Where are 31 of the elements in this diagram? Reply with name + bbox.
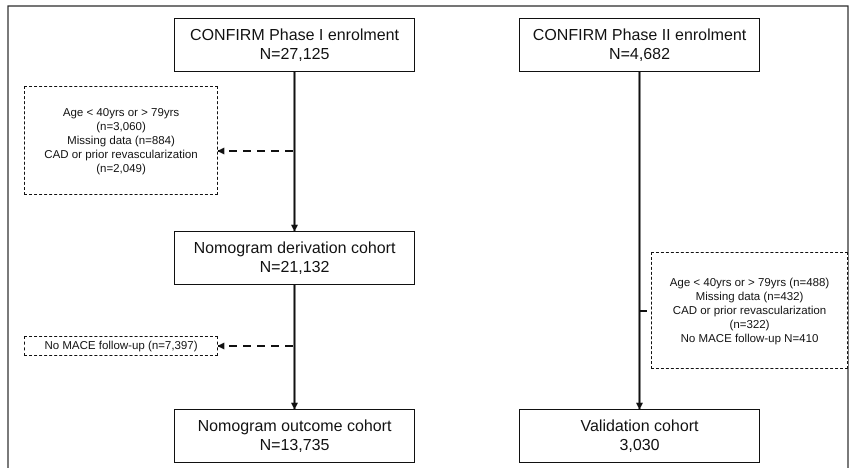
box-text: N=27,125	[260, 45, 330, 64]
box-text: Nomogram outcome cohort	[198, 417, 392, 436]
process-box	[174, 231, 415, 285]
box-text: Validation cohort	[580, 417, 698, 436]
exclusion-text: Missing data (n=432)	[696, 290, 804, 304]
exclusion-text: CAD or prior revascularization (n=2,049)	[43, 148, 199, 176]
exclusion-text: Age < 40yrs or > 79yrs (n=488)	[670, 276, 830, 290]
exclusion-text: Age < 40yrs or > 79yrs (n=3,060)	[62, 106, 180, 134]
exclusion-text: No MACE follow-up (n=7,397)	[44, 339, 198, 353]
box-text: CONFIRM Phase I enrolment	[190, 26, 399, 45]
exclusion-text: Missing data (n=884)	[67, 134, 175, 148]
process-box	[174, 409, 415, 463]
box-text: N=21,132	[260, 258, 330, 277]
exclusion-text: No MACE follow-up N=410	[680, 332, 818, 346]
process-box	[519, 409, 760, 463]
box-text: Nomogram derivation cohort	[194, 239, 396, 258]
box-text: CONFIRM Phase II enrolment	[532, 26, 746, 45]
exclusion-box	[24, 336, 218, 356]
arrow	[636, 72, 643, 410]
box-text: N=4,682	[609, 45, 670, 64]
process-box	[519, 18, 760, 72]
exclusion-box	[651, 252, 848, 369]
dashed-arrow	[217, 148, 293, 154]
arrow	[291, 285, 298, 410]
exclusion-text: CAD or prior revascularization (n=322)	[672, 304, 828, 332]
box-text: 3,030	[619, 436, 660, 455]
box-text: N=13,735	[260, 436, 330, 455]
exclusion-box	[24, 86, 218, 195]
dashed-arrow	[217, 342, 293, 350]
process-box	[174, 18, 415, 72]
arrow	[291, 72, 298, 232]
